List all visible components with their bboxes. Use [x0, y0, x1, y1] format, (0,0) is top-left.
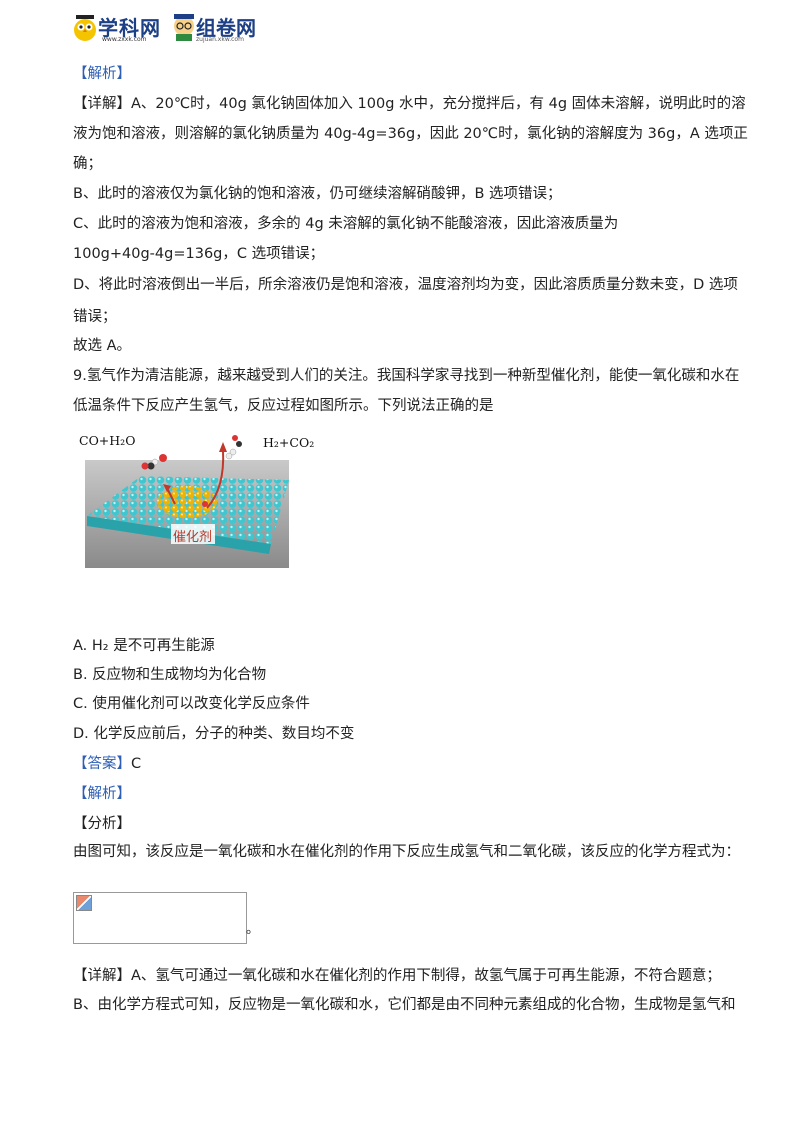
student-mascot-icon: [174, 14, 194, 41]
answer-label: 【答案】: [73, 756, 131, 772]
option-c-explanation: C、此时的溶液为饱和溶液，多余的 4g 未溶解的氯化钠不能酸溶液，因此溶液质量为: [73, 216, 619, 232]
detail-b: B、由化学方程式可知，反应物是一氧化碳和水，它们都是由不同种元素组成的化合物，生…: [73, 997, 736, 1013]
reaction-figure: CO+H₂O H₂+CO₂ 催化剂: [75, 428, 315, 572]
answer-row: 【答案】C: [73, 754, 141, 774]
equation-image-placeholder: [73, 892, 247, 944]
option-c: C. 使用催化剂可以改变化学反应条件: [73, 696, 310, 712]
figure-label-catalyst: 催化剂: [173, 530, 213, 545]
equation-period: 。: [246, 922, 260, 937]
header-logos: 学科网 www.zxxk.com 组卷网 zujuan.xkw.com: [72, 10, 272, 46]
option-b-explanation: B、此时的溶液仅为氯化钠的饱和溶液，仍可继续溶解硝酸钾，B 选项错误；: [73, 186, 562, 202]
section-label-jiexi: 【解析】: [73, 786, 131, 802]
option-d-explanation-cont: 错误；: [73, 309, 117, 325]
detail-line: 【详解】A、20℃时，40g 氯化钠固体加入 100g 水中，充分搅拌后，有 4…: [73, 96, 746, 112]
question-stem-cont: 低温条件下反应产生氢气，反应过程如图所示。下列说法正确的是: [73, 398, 494, 414]
logo-zujuanwang-url: zujuan.xkw.com: [196, 36, 244, 43]
logo-xuekewang: 学科网: [98, 16, 161, 40]
option-a: A. H₂ 是不可再生能源: [73, 638, 215, 654]
option-c-explanation-cont: 100g+40g-4g=136g，C 选项错误；: [73, 246, 325, 262]
option-d: D. 化学反应前后，分子的种类、数目均不变: [73, 726, 355, 742]
figure-label-products: H₂+CO₂: [263, 435, 315, 450]
owl-mascot-icon: [74, 15, 96, 41]
figure-label-reactants: CO+H₂O: [79, 433, 136, 448]
option-b: B. 反应物和生成物均为化合物: [73, 667, 267, 683]
section-label-fenxi: 【分析】: [73, 816, 131, 832]
question-stem: 9.氢气作为清洁能源，越来越受到人们的关注。我国科学家寻找到一种新型催化剂，能使…: [73, 368, 740, 384]
catalyst-surface-illustration: [85, 435, 289, 568]
logo-zujuanwang: 组卷网: [196, 16, 256, 40]
broken-image-icon: [76, 895, 92, 911]
detail-line: 确；: [73, 156, 102, 172]
option-d-explanation: D、将此时溶液倒出一半后，所余溶液仍是饱和溶液，温度溶剂均为变，因此溶质质量分数…: [73, 277, 738, 293]
detail-a: 【详解】A、氢气可通过一氧化碳和水在催化剂的作用下制得，故氢气属于可再生能源，不…: [73, 968, 721, 984]
answer-value: C: [131, 756, 142, 772]
section-label-jiexi: 【解析】: [73, 66, 131, 82]
detail-line: 液为饱和溶液，则溶解的氯化钠质量为 40g-4g=36g，因此 20℃时，氯化钠…: [73, 126, 748, 142]
logo-xuekewang-url: www.zxxk.com: [102, 36, 147, 43]
conclusion: 故选 A。: [73, 338, 132, 354]
analysis-text: 由图可知，该反应是一氧化碳和水在催化剂的作用下反应生成氢气和二氧化碳，该反应的化…: [73, 844, 740, 860]
